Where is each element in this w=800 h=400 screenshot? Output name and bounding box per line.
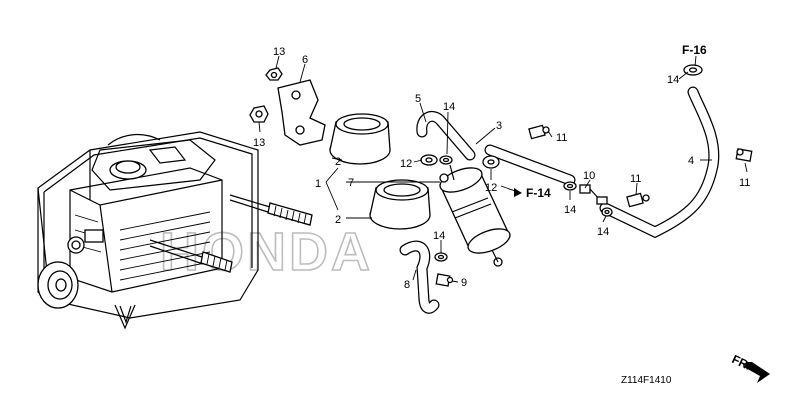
callout-3: 3 (496, 120, 502, 132)
generator-illustration (37, 131, 313, 330)
reference-f14: F-14 (526, 186, 551, 200)
washer-part-14-a (439, 155, 453, 165)
reference-f16: F-16 (682, 43, 707, 57)
clip-part-11-b (626, 192, 650, 208)
clip-part-11-a (528, 124, 550, 140)
washer-part-14-d (683, 64, 703, 76)
callout-11: 11 (739, 177, 750, 189)
callout-14: 14 (597, 226, 609, 238)
nut-part-13-lower (249, 105, 269, 123)
callout-13: 13 (273, 46, 285, 58)
leader-lines (258, 55, 748, 283)
washer-part-12-a (420, 154, 438, 166)
callout-1: 1 (315, 178, 321, 190)
callout-14: 14 (564, 204, 576, 216)
callout-12: 12 (400, 158, 412, 170)
bracket-part-6 (277, 79, 326, 146)
washer-part-14-b (563, 181, 577, 191)
clip-part-9 (435, 273, 454, 287)
arrow-to-f14 (514, 188, 522, 197)
callout-8: 8 (404, 279, 410, 291)
band-part-2-upper (329, 113, 391, 165)
callout-11: 11 (630, 173, 641, 185)
watermark-text: HONDA (160, 222, 373, 282)
hose-part-3 (484, 144, 576, 186)
callout-13: 13 (253, 137, 265, 149)
hose-part-4 (599, 86, 720, 239)
fitting-part-10 (579, 184, 608, 205)
callout-14: 14 (433, 230, 445, 242)
callout-14: 14 (443, 101, 455, 113)
nut-part-13-top (265, 67, 283, 81)
callout-5: 5 (415, 93, 421, 105)
callout-11: 11 (556, 132, 567, 144)
drawing-code: Z114F1410 (621, 375, 672, 386)
callout-12: 12 (485, 182, 497, 194)
hose-part-8 (399, 240, 440, 314)
washer-part-12-b (482, 155, 500, 169)
clip-part-11-c (735, 148, 753, 162)
washer-part-14-e (434, 252, 448, 262)
canister-assembly (439, 164, 511, 267)
callout-10: 10 (583, 170, 595, 182)
callout-6: 6 (302, 54, 308, 66)
band-part-2-lower (369, 179, 431, 230)
callout-2: 2 (335, 156, 341, 168)
callout-14: 14 (667, 74, 679, 86)
callout-7: 7 (348, 177, 354, 189)
callout-4: 4 (688, 155, 694, 167)
front-direction-arrow (744, 362, 770, 383)
hose-part-5 (416, 111, 476, 161)
callout-2: 2 (335, 214, 341, 226)
callout-9: 9 (461, 277, 467, 289)
washer-part-14-c (601, 207, 613, 217)
